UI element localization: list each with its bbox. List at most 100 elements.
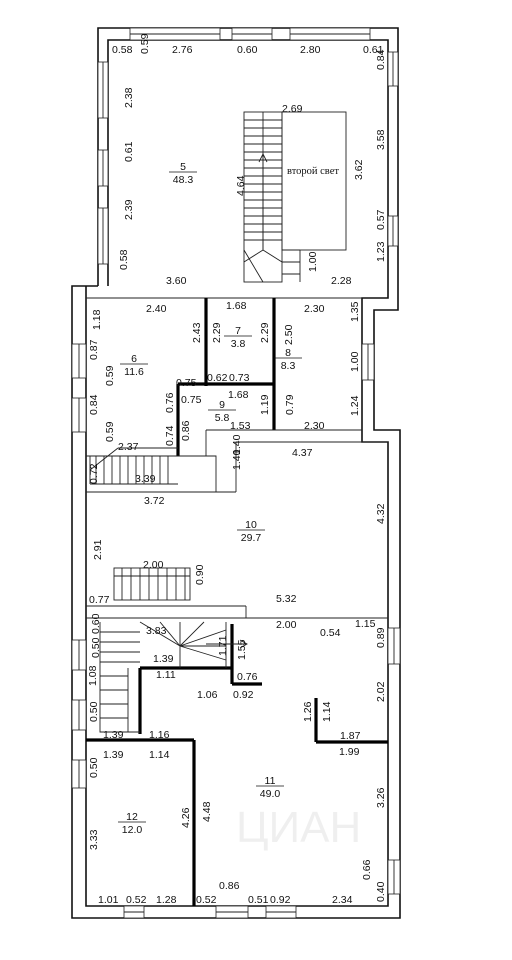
dimension-label: 0.75 [176,377,197,389]
dimension-label: 0.75 [181,394,202,406]
dimension-label: 0.54 [320,627,341,639]
dimension-label: 2.69 [282,103,303,115]
dimension-label: 0.60 [237,44,258,56]
room-area: 48.3 [173,174,194,186]
dimension-label: 1.39 [103,729,124,741]
room-area: 8.3 [281,360,296,372]
dimension-label: 2.34 [332,894,353,906]
dimension-label: 0.79 [284,394,296,415]
dimension-label: 0.60 [90,613,102,634]
dimension-label: 1.68 [228,389,249,401]
dimension-label: 2.40 [146,303,167,315]
dimension-label: 0.50 [90,637,102,658]
dimension-label: 2.43 [191,322,203,343]
dimension-label: 4.26 [180,807,192,828]
dimension-label: 0.90 [194,564,206,585]
dimension-label: 4.48 [201,801,213,822]
dimension-label: 2.30 [304,420,325,432]
dimension-label: 0.59 [104,421,116,442]
dimension-label: 3.60 [166,275,187,287]
dimension-label: 2.30 [304,303,325,315]
dimension-label: 0.52 [196,894,217,906]
dimension-label: 1.14 [149,749,170,761]
dimension-label: 2.00 [276,619,297,631]
dimension-label: 0.50 [88,701,100,722]
dimension-label: 0.92 [233,689,254,701]
dimension-label: 0.51 [248,894,269,906]
dimension-label: 4.37 [292,447,313,459]
dimension-label: 1.15 [355,618,376,630]
dimension-label: 2.80 [300,44,321,56]
room-number: 9 [219,399,225,411]
dimension-label: 0.74 [164,425,176,446]
dimension-label: 2.29 [259,322,271,343]
dimension-label: 1.99 [339,746,360,758]
dimension-label: 5.32 [276,593,297,605]
dimension-label: 1.00 [307,251,319,272]
dimension-label: 3.58 [375,129,387,150]
windows [71,27,401,919]
dimension-label: 2.91 [92,539,104,560]
dimension-label: 2.39 [123,199,135,220]
room-area: 11.6 [124,366,144,378]
staircase-upper [243,111,347,283]
dimension-label: 0.92 [270,894,291,906]
dimension-label: 0.84 [88,394,100,415]
dimension-label: 1.53 [230,420,251,432]
room-area: 12.0 [122,824,143,836]
dimension-label: 1.40 [231,449,243,470]
dimension-label: 1.16 [149,729,170,741]
dimension-label: 2.38 [123,87,135,108]
dimension-label: 0.50 [88,757,100,778]
dimension-label: 3.62 [353,159,365,180]
dimension-label: 0.59 [139,33,151,54]
dimension-label: 1.23 [375,241,387,262]
dimension-label: 2.02 [375,681,387,702]
dimension-label: 3.39 [135,473,156,485]
dimension-label: 0.58 [118,249,130,270]
dimension-label: 2.28 [331,275,352,287]
dimension-label: 0.40 [375,881,387,902]
dimension-label: 2.50 [283,324,295,345]
dimension-label: 0.61 [123,141,135,162]
dimension-label: 3.72 [144,495,165,507]
dimension-label: 1.39 [153,653,174,665]
dimension-label: 0.57 [375,209,387,230]
dimension-label: 0.86 [219,880,240,892]
dimension-label: 1.87 [340,730,361,742]
dimension-label: 1.11 [156,669,176,681]
dimension-label: 3.83 [146,625,167,637]
room-number: 8 [285,347,291,359]
room-number: 10 [245,519,257,531]
dimension-label: 1.28 [156,894,177,906]
dimension-label: 1.40 [231,434,243,455]
dimension-label: 0.87 [88,339,100,360]
dimension-label: 0.58 [112,44,133,56]
dimension-label: 1.19 [259,394,271,415]
dimension-label: 0.73 [229,372,250,384]
dimension-label: 1.68 [226,300,247,312]
watermark-text: ЦИАН [236,803,361,852]
dimension-label: 0.66 [361,859,373,880]
staircase-room10 [113,567,191,601]
room-number: 6 [131,353,137,365]
dimension-label: 1.08 [87,665,99,686]
dimension-label: 0.59 [104,365,116,386]
dimension-label: 0.84 [375,49,387,70]
dimension-label: 1.26 [302,701,314,722]
dimension-label: 0.72 [88,463,100,484]
second-light-note: второй свет [287,166,339,177]
dimension-label: 3.33 [88,829,100,850]
interior-walls [86,297,388,906]
dimension-label: 1.55 [236,639,248,660]
staircase-middle [89,447,178,485]
room-number: 7 [235,325,241,337]
dimension-label: 0.89 [375,627,387,648]
room-area: 5.8 [215,412,230,424]
room-area: 3.8 [231,338,246,350]
room-area: 49.0 [260,788,281,800]
room-number: 5 [180,161,186,173]
dimension-label: 2.76 [172,44,193,56]
